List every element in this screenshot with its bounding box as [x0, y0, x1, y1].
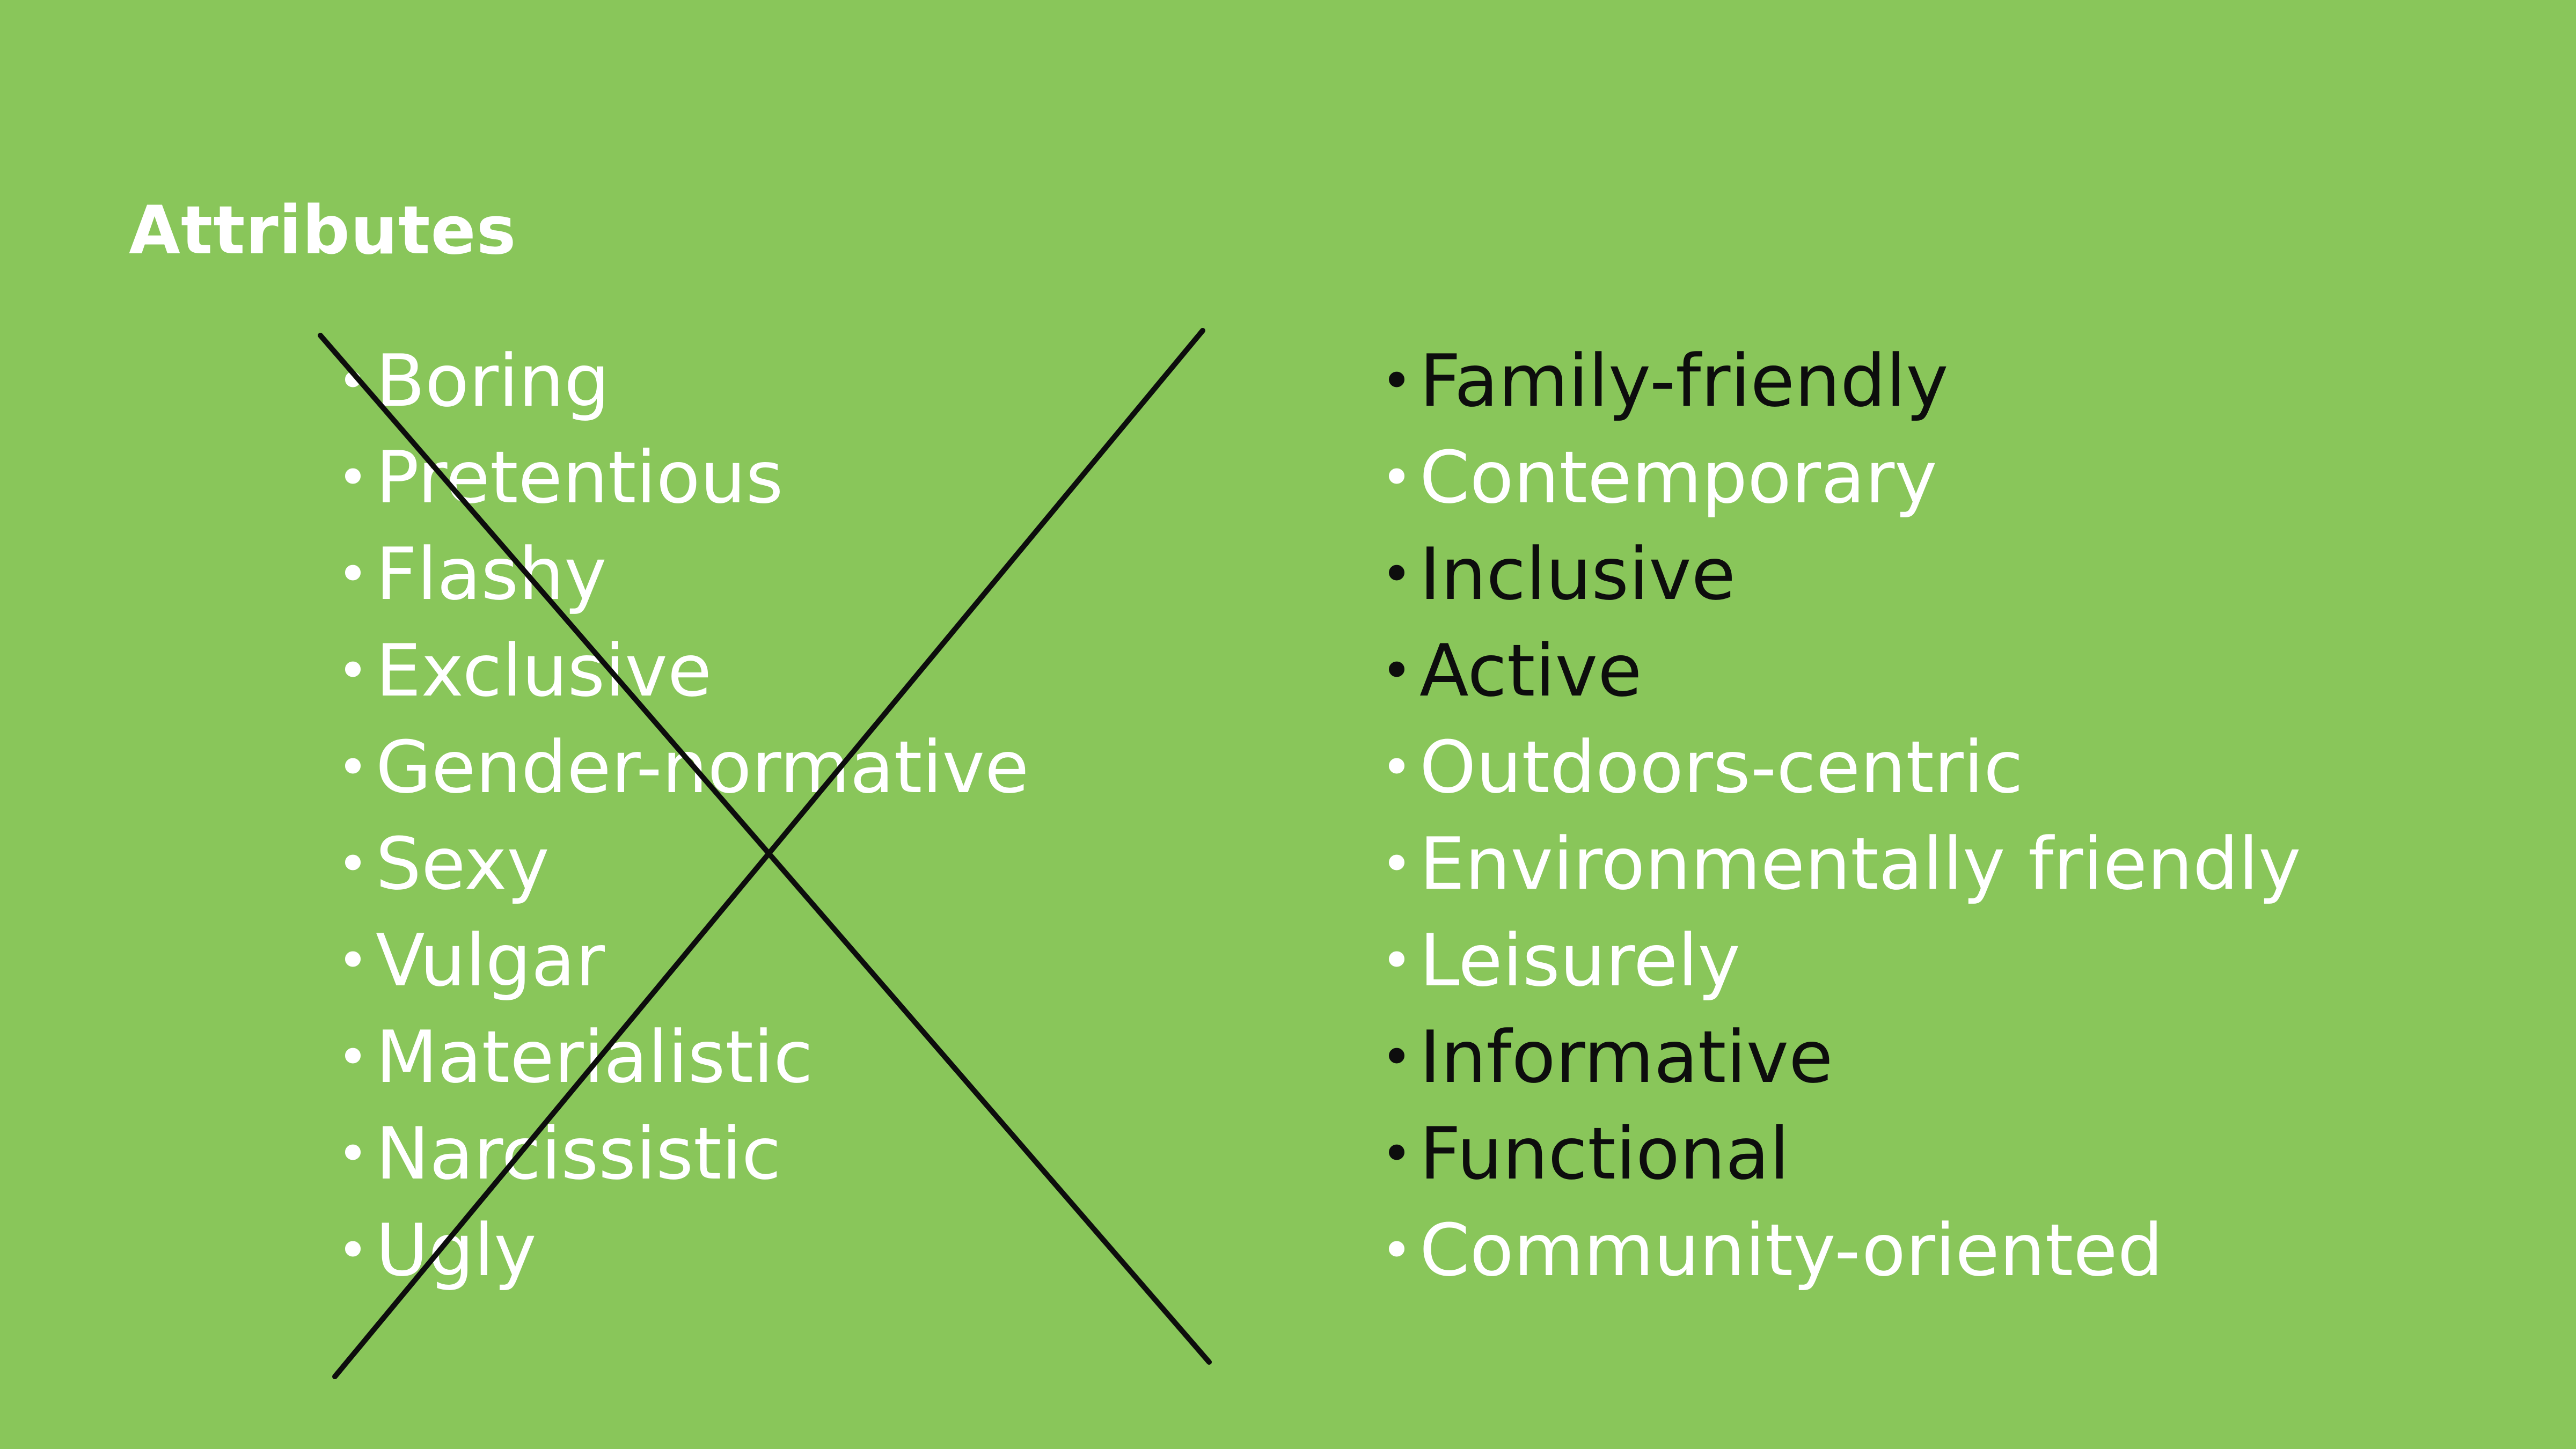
- attribute-label: Outdoors-centric: [1419, 726, 2023, 809]
- attribute-label: Leisurely: [1419, 919, 1740, 1002]
- attribute-label: Materialistic: [376, 1015, 813, 1099]
- list-item: •Active: [1377, 623, 2301, 719]
- list-item: •Ugly: [333, 1202, 1029, 1299]
- bullet-icon: •: [337, 736, 369, 799]
- bullet-icon: •: [337, 929, 369, 992]
- attribute-label: Flashy: [376, 532, 607, 616]
- bullet-icon: •: [1381, 446, 1413, 509]
- attribute-label: Vulgar: [376, 919, 605, 1002]
- bullet-icon: •: [1381, 1122, 1413, 1185]
- bullet-icon: •: [337, 446, 369, 509]
- attribute-label: Environmentally friendly: [1419, 822, 2301, 906]
- list-item: •Sexy: [333, 816, 1029, 912]
- attribute-label: Functional: [1419, 1112, 1790, 1196]
- attribute-label: Contemporary: [1419, 436, 1937, 519]
- list-item: •Narcissistic: [333, 1106, 1029, 1202]
- attribute-label: Community-oriented: [1419, 1209, 2163, 1292]
- bullet-icon: •: [1381, 639, 1413, 702]
- list-item: •Inclusive: [1377, 526, 2301, 623]
- bullet-icon: •: [337, 1026, 369, 1088]
- attribute-label: Informative: [1419, 1015, 1833, 1099]
- attribute-label: Narcissistic: [376, 1112, 781, 1196]
- bullet-icon: •: [337, 543, 369, 605]
- bullet-icon: •: [337, 1219, 369, 1282]
- rejected-attributes-list: •Boring •Pretentious •Flashy •Exclusive …: [333, 333, 1029, 1299]
- list-item: •Boring: [333, 333, 1029, 429]
- bullet-icon: •: [337, 349, 369, 412]
- bullet-icon: •: [1381, 1219, 1413, 1282]
- bullet-icon: •: [337, 1122, 369, 1185]
- list-item: •Vulgar: [333, 912, 1029, 1009]
- bullet-icon: •: [1381, 543, 1413, 605]
- list-item: •Exclusive: [333, 623, 1029, 719]
- attribute-label: Boring: [376, 339, 610, 423]
- attribute-label: Gender-normative: [376, 726, 1029, 809]
- list-item: •Environmentally friendly: [1377, 816, 2301, 912]
- attribute-label: Exclusive: [376, 629, 712, 713]
- bullet-icon: •: [1381, 1026, 1413, 1088]
- attribute-label: Pretentious: [376, 436, 784, 519]
- attribute-label: Sexy: [376, 822, 550, 906]
- list-item: •Pretentious: [333, 429, 1029, 526]
- attribute-label: Family-friendly: [1419, 339, 1949, 423]
- list-item: •Family-friendly: [1377, 333, 2301, 429]
- desired-attributes-list: •Family-friendly •Contemporary •Inclusiv…: [1377, 333, 2301, 1299]
- bullet-icon: •: [1381, 736, 1413, 799]
- list-item: •Leisurely: [1377, 912, 2301, 1009]
- list-item: •Community-oriented: [1377, 1202, 2301, 1299]
- attribute-label: Active: [1419, 629, 1642, 713]
- attribute-label: Inclusive: [1419, 532, 1736, 616]
- list-item: •Functional: [1377, 1106, 2301, 1202]
- bullet-icon: •: [1381, 349, 1413, 412]
- bullet-icon: •: [1381, 832, 1413, 895]
- attribute-label: Ugly: [376, 1209, 537, 1292]
- list-item: •Gender-normative: [333, 719, 1029, 816]
- list-item: •Contemporary: [1377, 429, 2301, 526]
- bullet-icon: •: [337, 832, 369, 895]
- bullet-icon: •: [337, 639, 369, 702]
- list-item: •Flashy: [333, 526, 1029, 623]
- bullet-icon: •: [1381, 929, 1413, 992]
- list-item: •Informative: [1377, 1009, 2301, 1106]
- slide-title: Attributes: [129, 192, 517, 269]
- list-item: •Materialistic: [333, 1009, 1029, 1106]
- list-item: •Outdoors-centric: [1377, 719, 2301, 816]
